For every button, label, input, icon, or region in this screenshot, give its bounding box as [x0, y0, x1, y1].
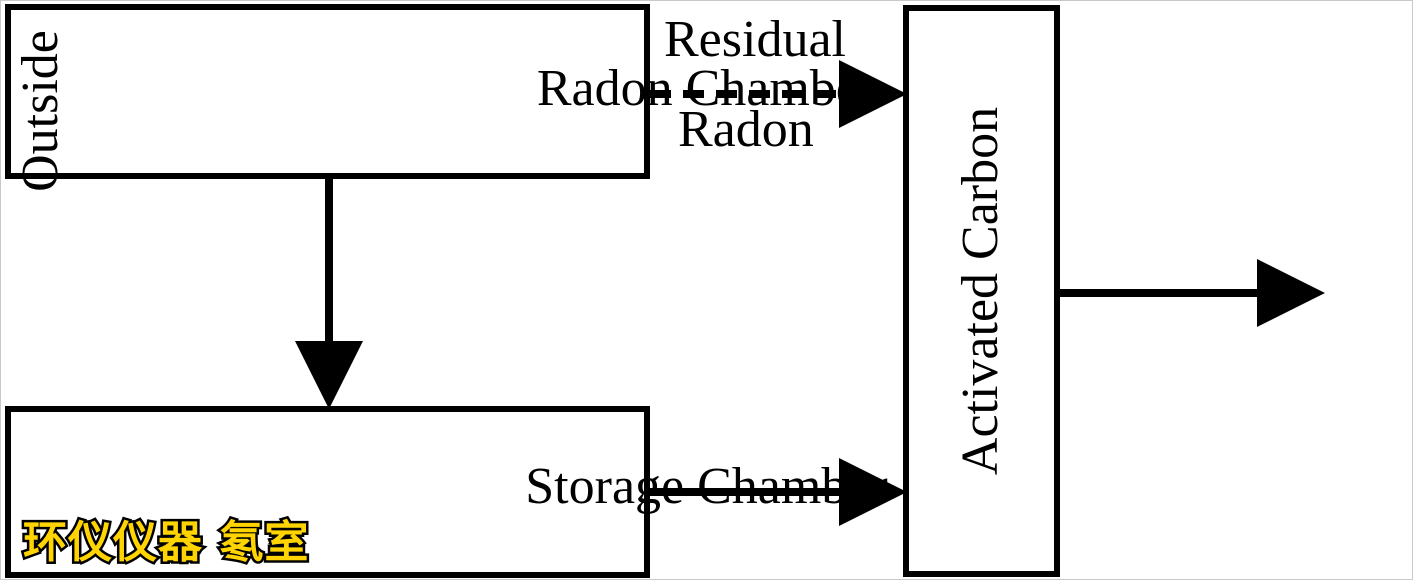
edge-storage-to-carbon-line: [650, 488, 848, 496]
terminal-outside-text: Outside: [12, 30, 70, 192]
edge-storage-to-carbon-arrowhead-icon: [839, 458, 907, 526]
node-storage-chamber[interactable]: [5, 406, 650, 578]
node-radon-chamber-label: Radon Chamber: [536, 60, 877, 117]
node-activated-carbon[interactable]: [903, 5, 1060, 577]
edge-chamber-to-storage-line: [325, 177, 333, 367]
edge-residual-radon-label-top: Residual: [664, 11, 846, 68]
edge-residual-radon-line: [650, 90, 842, 98]
edge-chamber-to-storage-arrowhead-icon: [295, 341, 363, 409]
node-activated-carbon-text: Activated Carbon: [952, 106, 1010, 476]
edge-residual-radon-label-bottom: Radon: [678, 101, 814, 158]
node-activated-carbon-label: Activated Carbon: [903, 5, 1060, 577]
node-storage-chamber-label: Storage Chamber: [525, 458, 888, 515]
edge-residual-radon-arrowhead-icon: [839, 60, 907, 128]
watermark-text: 环仪仪器 氡室: [20, 517, 310, 568]
edge-carbon-to-outside-line: [1057, 289, 1267, 297]
node-radon-chamber[interactable]: [5, 4, 650, 179]
edge-carbon-to-outside-arrowhead-icon: [1257, 259, 1325, 327]
